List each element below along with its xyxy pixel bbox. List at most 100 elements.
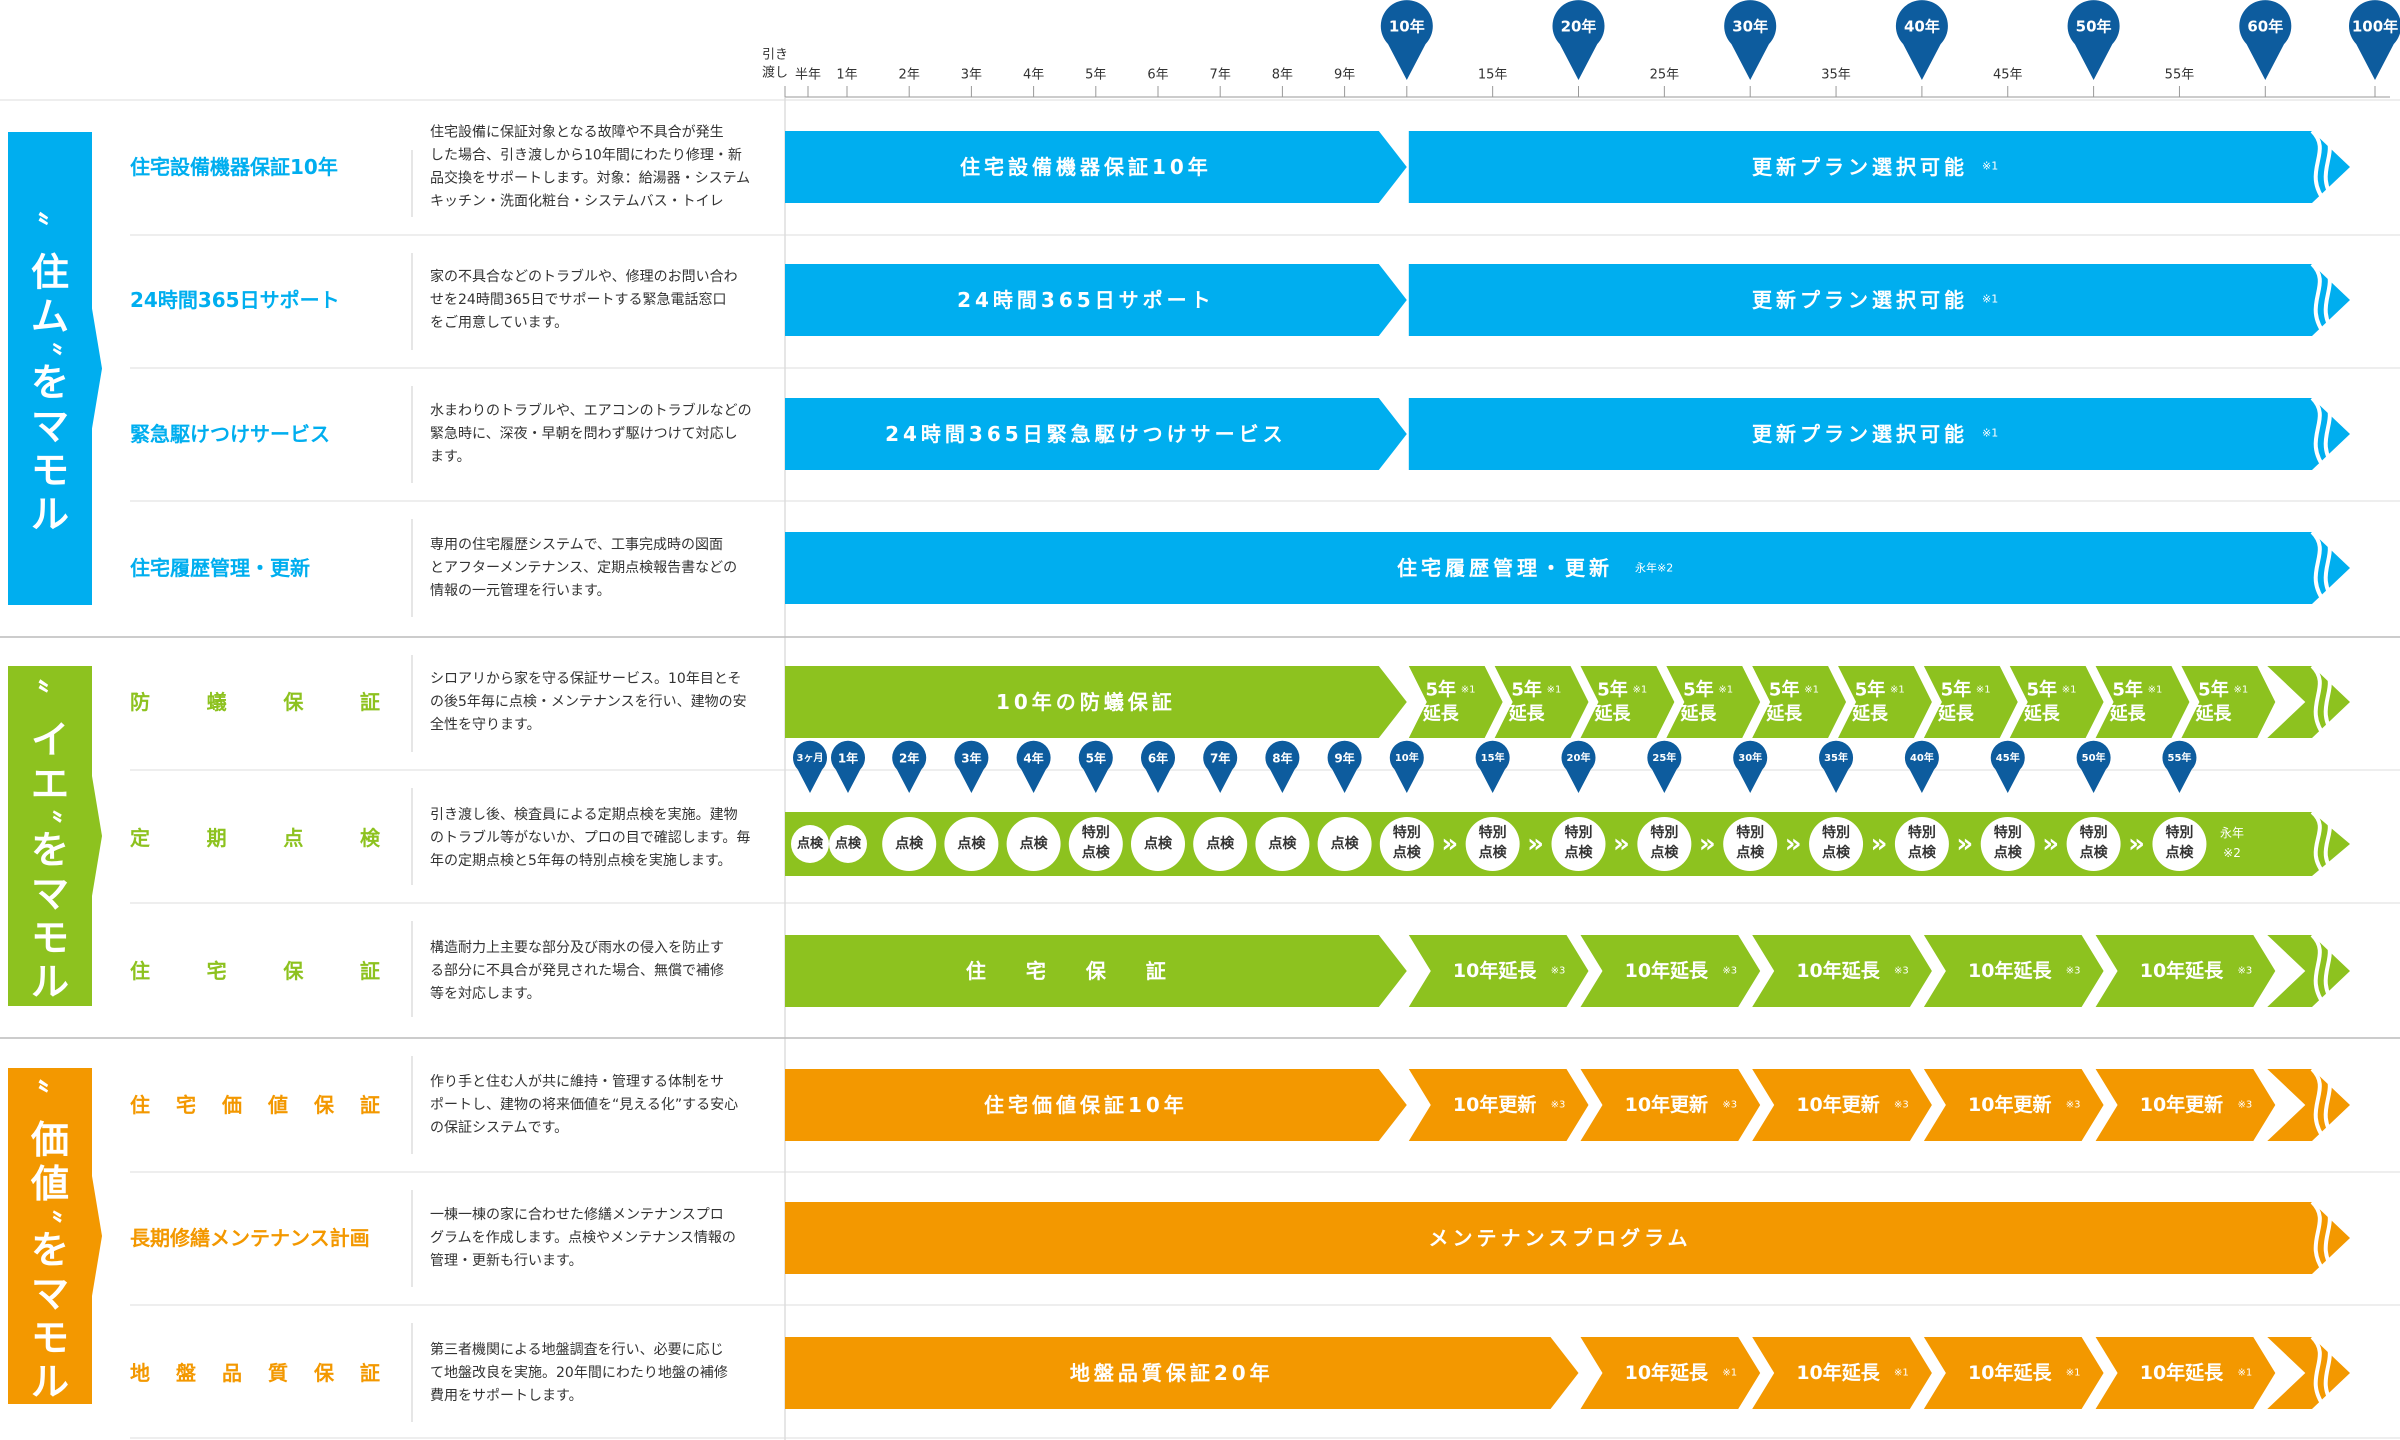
pin-label: 45年 [1996,751,2020,764]
bar-note: ※1 [1982,427,1998,440]
tick-label: 4年 [1023,68,1044,83]
tick-label: 半年 [795,68,821,83]
tick-label: 2年 [899,68,920,83]
chevron-icon: » [1441,829,1458,859]
section-label-char: イ [31,718,69,762]
inspection-pin [892,740,927,793]
pin-label: 60年 [2247,17,2283,35]
inspection-label: 特別 [2080,824,2108,841]
row-description-line: のトラブル等がないか、プロの目で確認します。毎 [430,829,750,846]
break-mark [2320,1067,2338,1143]
row-description-line: 作り手と住む人が共に維持・管理する体制をサ [430,1074,724,1090]
bar-extension-label: 5年 [2026,679,2057,701]
section-label-char: 住 [31,251,69,295]
bar-note: 永年 [2220,826,2244,840]
section-label-char: ル [31,1360,69,1404]
bar-extension [1752,666,1847,738]
row-title: 住宅価値保証 [130,1093,380,1117]
bar-extension [1923,1069,2104,1141]
bar-initial [785,1069,1407,1141]
inspection-label: 点検 [1822,844,1851,861]
bar-tail [2267,1337,2350,1409]
break-mark [2310,530,2328,606]
bar-extension-label: 5年 [1597,679,1628,701]
inspection-circle [2066,817,2121,871]
bar-note: ※1 [1894,1368,1909,1379]
tick-label: 6年 [1147,68,1168,83]
inspection-label: 点検 [1479,844,1508,861]
bar-initial [785,131,1407,203]
inspection-circle [1637,817,1692,871]
bar-extension [1752,935,1932,1007]
inspection-circle [1809,817,1864,871]
row-description-line: 管理・更新も行います。 [430,1253,583,1269]
bar-extension [1408,1069,1589,1141]
bar-tail [2267,666,2350,738]
pin-label: 30年 [1732,17,1768,35]
bar-extension-label: 10年延長 [1968,959,2052,982]
bar-label: 24時間365日緊急駆けつけサービス [885,422,1287,446]
inspection-label: 特別 [1908,824,1936,841]
section-label-char: モ [31,1316,69,1360]
inspection-label: 特別 [1393,824,1421,841]
inspection-pin [1990,740,2025,793]
chevron-icon: » [1527,829,1544,859]
bar-note: ※1 [2148,685,2163,696]
bar-extension-label: 延長 [1937,704,1975,725]
bar-label: 住宅履歴管理・更新 [1397,556,1613,580]
chevron-icon: » [1785,829,1802,859]
row-title: 定期点検 [130,826,381,850]
inspection-label: 特別 [1650,824,1678,841]
bar-extension [1580,1337,1761,1409]
bar-note: ※3 [2066,966,2081,977]
break-mark [2320,530,2338,606]
pin-label: 6年 [1148,750,1168,765]
pin-label: 7年 [1210,750,1230,765]
bar-label: 更新プラン選択可能 [1752,288,1968,312]
year-pin [2067,0,2120,81]
inspection-pin [2162,740,2197,793]
bar-extension [2095,1069,2276,1141]
bar-extension [1408,935,1589,1007]
bar-tail [2267,1069,2350,1141]
inspection-label: 点検 [1268,835,1297,852]
tick-label: 35年 [1821,68,1851,83]
section-label-char: を [31,828,69,872]
pin-label: 9年 [1334,750,1354,765]
row-description-line: の保証システムです。 [430,1120,568,1136]
pin-label: 3年 [961,750,981,765]
tick-label: 渡し [762,65,788,81]
chevron-icon: » [1956,829,1973,859]
bar-initial [785,666,1407,738]
bar-note: ※3 [1551,966,1566,977]
bar-extension [2181,666,2276,738]
inspection-pin [1327,740,1362,793]
inspection-circle [829,825,867,863]
inspection-label: 特別 [1565,824,1593,841]
bar-extension [1494,666,1589,738]
tick-label: 5年 [1085,68,1106,83]
section-label-char: を [31,1228,69,1272]
bar-note: ※3 [1894,1100,1909,1111]
inspection-label: 点検 [1565,844,1594,861]
bar-note: ※3 [2237,966,2252,977]
inspection-label: 特別 [1082,824,1110,841]
break-mark [2320,129,2338,205]
inspection-label: 点検 [1393,844,1422,861]
inspection-circle [1255,817,1310,871]
bar-extension-label: 延長 [2194,704,2232,725]
bar-extension [2009,666,2104,738]
bar-renewal [1408,398,2350,470]
tick-label: 1年 [836,68,857,83]
inspection-circle [1980,817,2035,871]
pin-label: 40年 [1910,751,1934,764]
bar-extension-label: 10年更新 [1796,1093,1879,1116]
chevron-icon: » [2128,829,2145,859]
inspection-pin [792,740,827,793]
year-pin [1552,0,1605,81]
break-mark [2320,262,2338,338]
inspection-label: 点検 [2165,844,2194,861]
bar-extension [1580,1069,1761,1141]
section-label-quote: 〝 [19,211,49,246]
row-description-line: キッチン・洗面化粧台・システムバス・トイレ [430,194,724,210]
